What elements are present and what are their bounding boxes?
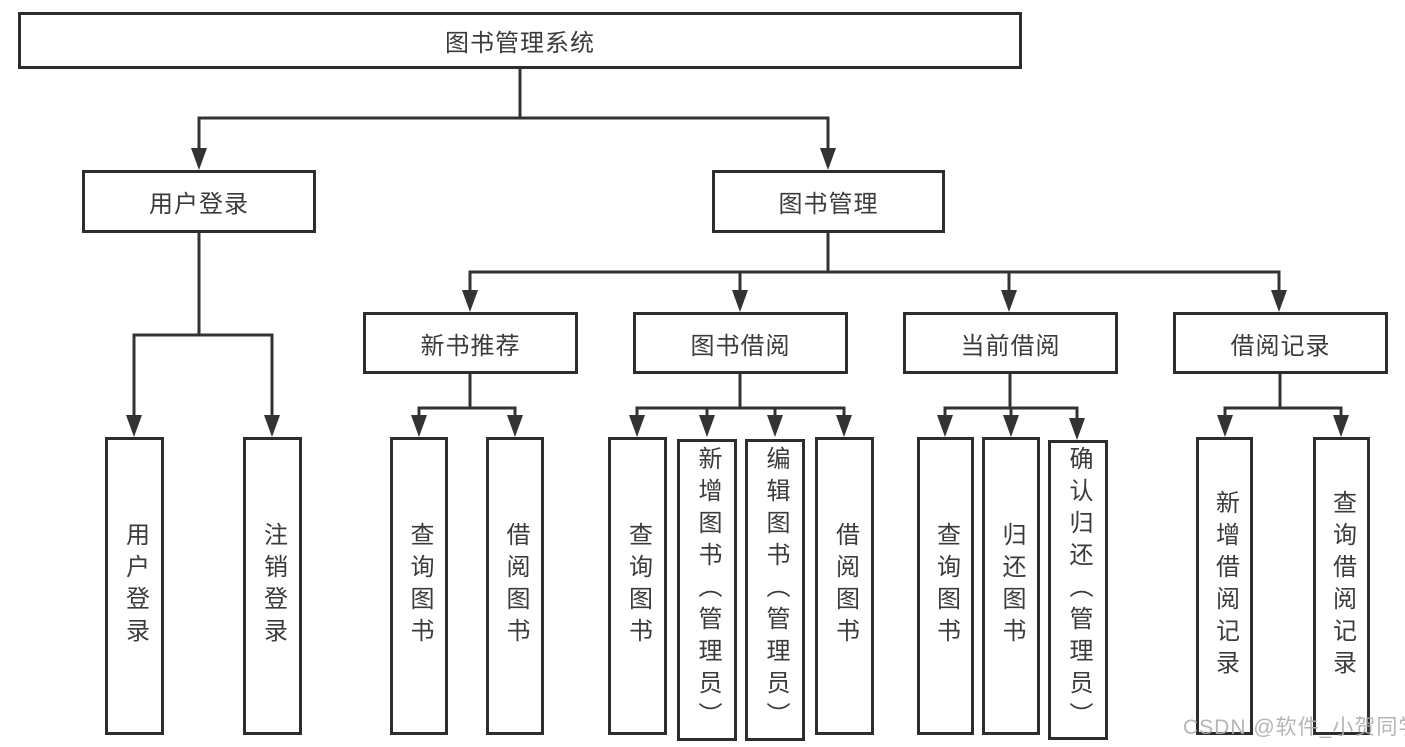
node-new-book-recommend-label: 新书推荐 xyxy=(420,332,521,360)
node-user-login: 用户登录 xyxy=(82,170,316,233)
node-leaf-user-login: 用户登录 xyxy=(105,437,164,735)
node-book-borrowing: 图书借阅 xyxy=(633,312,848,374)
node-leaf-nb-borrow-books-label: 借阅图书 xyxy=(502,522,529,650)
node-leaf-nb-borrow-books: 借阅图书 xyxy=(486,437,544,735)
node-root: 图书管理系统 xyxy=(18,12,1022,69)
node-leaf-bb-query-books: 查询图书 xyxy=(608,437,667,735)
node-current-borrowing: 当前借阅 xyxy=(903,312,1118,374)
node-leaf-bb-add-books-admin: 新增图书（管理员） xyxy=(677,439,737,741)
node-leaf-bb-edit-books-admin: 编辑图书（管理员） xyxy=(745,439,805,741)
node-leaf-br-query-record-label: 查询借阅记录 xyxy=(1328,490,1356,682)
node-leaf-nb-query-books: 查询图书 xyxy=(390,437,448,735)
node-new-book-recommend: 新书推荐 xyxy=(363,312,578,374)
node-user-login-label: 用户登录 xyxy=(149,191,249,218)
node-leaf-cb-query-books: 查询图书 xyxy=(917,437,974,735)
node-book-borrowing-label: 图书借阅 xyxy=(690,332,791,360)
node-leaf-bb-edit-books-admin-label: 编辑图书（管理员） xyxy=(762,446,789,734)
arrowhead-icons xyxy=(126,148,1349,440)
node-leaf-bb-query-books-label: 查询图书 xyxy=(624,522,652,650)
tree-edges xyxy=(132,68,1343,423)
node-leaf-cb-confirm-return-admin-label: 确认归还（管理员） xyxy=(1065,446,1092,734)
node-borrowing-records: 借阅记录 xyxy=(1173,312,1388,374)
node-leaf-br-query-record: 查询借阅记录 xyxy=(1313,437,1370,735)
node-leaf-cb-confirm-return-admin: 确认归还（管理员） xyxy=(1048,440,1108,740)
node-current-borrowing-label: 当前借阅 xyxy=(960,332,1061,360)
node-leaf-user-login-label: 用户登录 xyxy=(121,522,149,650)
node-leaf-bb-borrow-books: 借阅图书 xyxy=(815,437,874,735)
watermark: CSDN @软件_小贺同学 xyxy=(1183,716,1405,739)
node-leaf-nb-query-books-label: 查询图书 xyxy=(406,522,433,650)
node-root-label: 图书管理系统 xyxy=(445,30,595,57)
node-leaf-cb-return-books-label: 归还图书 xyxy=(998,522,1025,650)
node-book-management-label: 图书管理 xyxy=(778,191,879,218)
node-book-management: 图书管理 xyxy=(712,170,945,233)
node-leaf-bb-borrow-books-label: 借阅图书 xyxy=(831,522,859,650)
node-borrowing-records-label: 借阅记录 xyxy=(1230,332,1331,360)
node-leaf-logout: 注销登录 xyxy=(243,437,302,735)
node-leaf-cb-return-books: 归还图书 xyxy=(982,437,1040,735)
node-leaf-logout-label: 注销登录 xyxy=(259,522,287,650)
node-leaf-cb-query-books-label: 查询图书 xyxy=(932,522,960,650)
node-leaf-br-add-record: 新增借阅记录 xyxy=(1196,437,1253,735)
node-leaf-bb-add-books-admin-label: 新增图书（管理员） xyxy=(694,446,721,734)
node-leaf-br-add-record-label: 新增借阅记录 xyxy=(1211,490,1239,682)
